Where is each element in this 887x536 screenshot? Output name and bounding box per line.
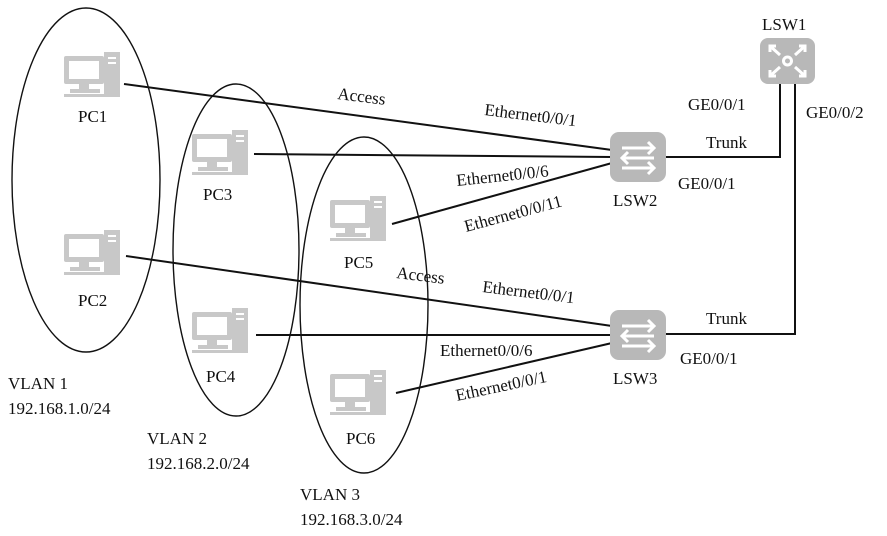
access-label-top: Access [337, 84, 387, 109]
lsw2-eth1-port-label: Ethernet0/0/1 [484, 100, 578, 130]
lsw2-eth6-port-label: Ethernet0/0/6 [455, 161, 549, 190]
pc3-label: PC3 [203, 185, 232, 204]
lsw1-ge2-port-label: GE0/0/2 [806, 103, 864, 122]
link-pc2-lsw3 [125, 255, 613, 327]
vlan2-name: VLAN 2 [147, 429, 207, 448]
pc4-label: PC4 [206, 367, 236, 386]
trunk-lsw2-lsw1 [666, 84, 781, 158]
lsw3-switch-icon[interactable] [608, 308, 668, 362]
lsw2-switch-icon[interactable] [608, 130, 668, 184]
link-pc3-lsw2 [253, 153, 613, 158]
lsw2-label: LSW2 [613, 191, 657, 210]
vlan3-subnet: 192.168.3.0/24 [300, 510, 403, 529]
vlan3-name: VLAN 3 [300, 485, 360, 504]
link-pc1-lsw2 [123, 83, 613, 151]
lsw1-ge1-port-label: GE0/0/1 [688, 95, 746, 114]
lsw3-eth1-pc6-port-label: Ethernet0/0/1 [454, 367, 548, 405]
access-label-middle: Access [396, 263, 446, 288]
link-pc5-lsw2 [391, 162, 613, 225]
pc6-label: PC6 [346, 429, 375, 448]
trunk-label-lsw2: Trunk [706, 133, 747, 152]
vlan1-name: VLAN 1 [8, 374, 68, 393]
link-pc6-lsw3 [395, 342, 613, 394]
vlan2-boundary [172, 83, 300, 417]
lsw3-eth6-port-label: Ethernet0/0/6 [440, 341, 533, 360]
pc3-computer-icon[interactable] [192, 130, 248, 175]
lsw2-eth11-port-label: Ethernet0/0/11 [462, 192, 564, 236]
pc5-label: PC5 [344, 253, 373, 272]
pc5-computer-icon[interactable] [330, 196, 386, 241]
lsw3-eth1-port-label: Ethernet0/0/1 [482, 277, 576, 307]
vlan1-boundary [11, 7, 161, 353]
lsw1-switch-icon[interactable] [760, 38, 815, 84]
lsw1-label: LSW1 [762, 15, 806, 34]
trunk-label-lsw3: Trunk [706, 309, 747, 328]
vlan2-subnet: 192.168.2.0/24 [147, 454, 250, 473]
pc2-computer-icon[interactable] [64, 230, 120, 275]
pc1-computer-icon[interactable] [64, 52, 120, 97]
trunk-lsw3-lsw1 [666, 84, 796, 335]
lsw2-uplink-port-label: GE0/0/1 [678, 174, 736, 193]
lsw3-label: LSW3 [613, 369, 657, 388]
vlan1-subnet: 192.168.1.0/24 [8, 399, 111, 418]
vlan3-boundary [299, 136, 429, 474]
pc4-computer-icon[interactable] [192, 308, 248, 353]
lsw3-uplink-port-label: GE0/0/1 [680, 349, 738, 368]
pc2-label: PC2 [78, 291, 107, 310]
pc6-computer-icon[interactable] [330, 370, 386, 415]
pc1-label: PC1 [78, 107, 107, 126]
